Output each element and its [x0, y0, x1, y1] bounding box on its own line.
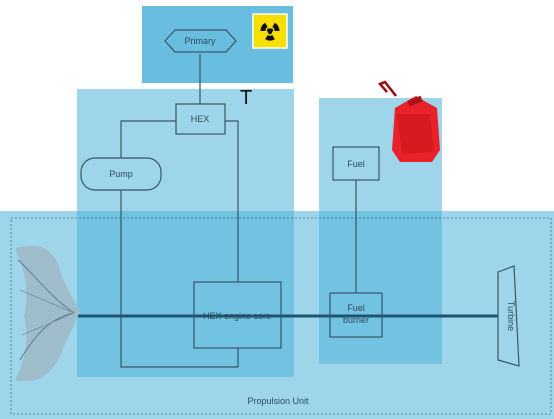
hex-engine-core-node — [193, 281, 282, 349]
hex-engine-core-label: HEX engine core — [203, 311, 271, 321]
turbine-node — [497, 265, 520, 367]
fuel-label: Fuel — [347, 159, 365, 169]
pump-node — [80, 157, 162, 191]
hex-to-pump-line — [120, 120, 176, 158]
fuel-node — [332, 146, 380, 181]
propeller-icon — [15, 245, 80, 382]
fuel-burner-node — [329, 292, 383, 338]
turbine-label: Turbine — [506, 301, 516, 331]
hex-node — [175, 103, 226, 135]
fuel-burner-label-line1: Fuel — [347, 303, 365, 313]
propulsion-unit-border — [10, 217, 552, 415]
fuel-burner-label-line2: burner — [343, 315, 369, 325]
t-marker: T — [240, 87, 252, 109]
primary-label: Primary — [185, 36, 216, 46]
pump-to-core-line — [120, 190, 239, 368]
radiation-icon — [252, 13, 288, 49]
propulsion-unit-label: Propulsion Unit — [247, 396, 309, 406]
fuel-canister-icon — [377, 80, 440, 162]
hex-region — [77, 89, 294, 377]
pump-label: Pump — [109, 169, 133, 179]
hex-to-core-line — [225, 120, 239, 282]
hex-label: HEX — [191, 114, 210, 124]
primary-node — [164, 29, 237, 53]
